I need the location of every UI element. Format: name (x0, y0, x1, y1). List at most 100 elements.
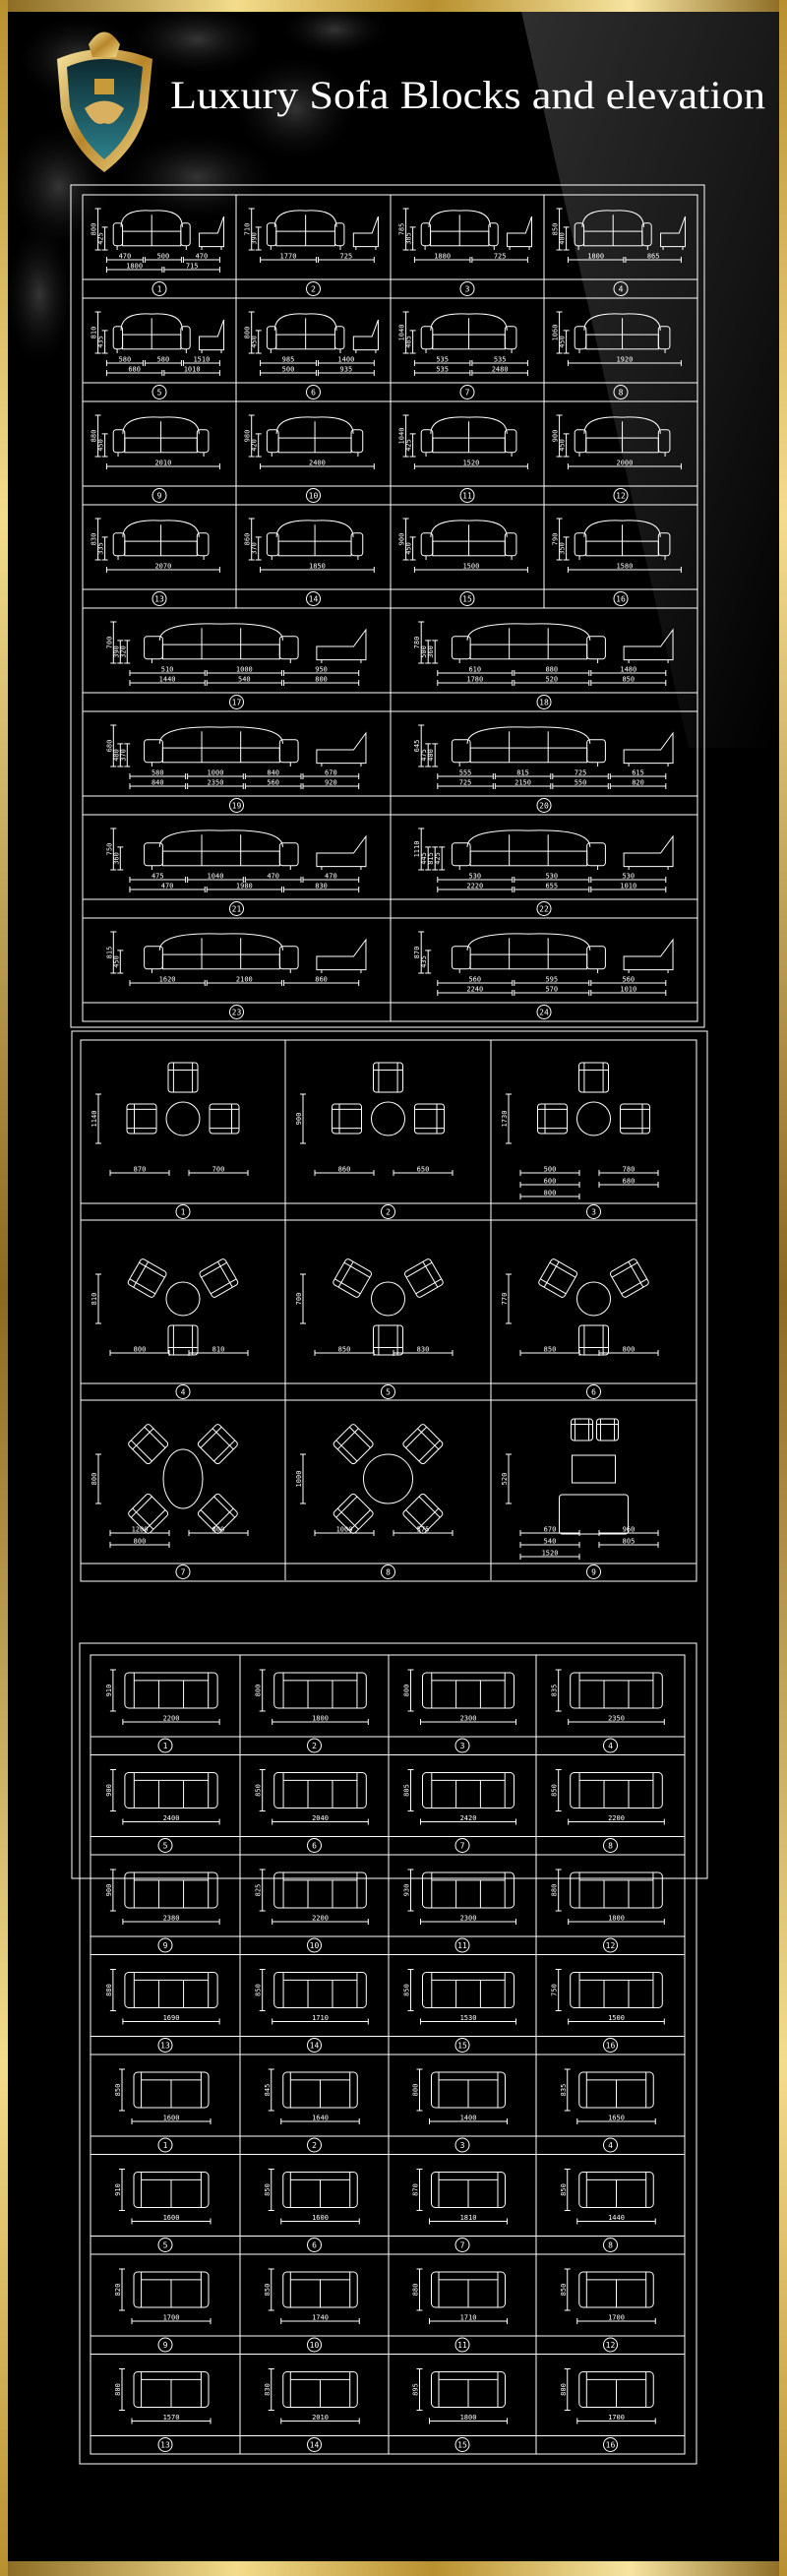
dimension-label: 900 (105, 1884, 113, 1897)
chair-arm-line (348, 1426, 371, 1448)
item-number: 8 (386, 1568, 391, 1577)
item-number-circle (454, 2038, 470, 2053)
sheet-outer-border (71, 1030, 708, 1879)
item-number: 1 (181, 1208, 186, 1217)
dimension-label: 335 (97, 542, 105, 555)
dimension-label: 930 (403, 1884, 411, 1897)
item-number-circle (454, 2238, 470, 2252)
chair-arm-line (348, 1509, 371, 1532)
chair-back-line (422, 1261, 439, 1288)
dimension-label: 1000 (336, 1526, 353, 1534)
chair-arm-line (213, 1496, 236, 1518)
dimension-label: 560 (622, 976, 635, 984)
dimension-label: 830 (417, 1346, 430, 1354)
dimension-label: 580 (119, 356, 132, 364)
dimension-label: 1580 (616, 563, 633, 571)
item-number-circle (229, 901, 244, 916)
item-number: 22 (539, 905, 549, 914)
dimension-label: 820 (114, 2284, 122, 2297)
round-table (576, 1281, 611, 1317)
chair-arm-line (540, 1278, 567, 1295)
chair-arm-line (335, 1496, 358, 1518)
chair-back-line (212, 1428, 234, 1450)
item-number-circle (536, 1005, 552, 1019)
sofa-back (430, 313, 508, 331)
dimension-label: 880 (412, 2284, 420, 2297)
dimension-label: 880 (545, 666, 558, 674)
chair-side-elevation (316, 834, 367, 870)
item-number: 4 (181, 1388, 186, 1397)
item-number: 17 (232, 699, 242, 707)
chair-back-line (337, 1261, 354, 1288)
item-number: 24 (539, 1009, 549, 1017)
dimension-label: 725 (575, 769, 587, 777)
item-number-circle (307, 1838, 322, 1853)
dimension-label: 850 (338, 1346, 351, 1354)
dimension-label: 400 (427, 749, 435, 762)
item-number-circle (603, 2137, 618, 2153)
item-number-circle (307, 2238, 322, 2252)
sofa-plan (570, 1871, 663, 1909)
item-number: 14 (310, 2441, 320, 2450)
item-number-circle (613, 488, 629, 503)
dimension-label: 850 (264, 2183, 272, 2196)
item-number: 9 (591, 1568, 596, 1577)
dimension-label: 870 (413, 947, 421, 959)
sofa-elevation (574, 416, 671, 457)
dimension-label: 1010 (620, 883, 636, 890)
chair-outline (623, 938, 674, 971)
dimension-label: 2070 (154, 563, 171, 571)
item-number-circle (307, 1937, 322, 1953)
sofa-plan (570, 1972, 663, 2008)
item-number: 7 (465, 389, 470, 398)
item-number: 5 (163, 2241, 168, 2250)
sofa-elevation (112, 313, 191, 353)
dimension-label: 1010 (620, 986, 636, 994)
sofa-outline (570, 1972, 663, 2008)
chair-arm-line (343, 1261, 371, 1278)
dimension-label: 2350 (608, 1715, 625, 1723)
dimension-label: 650 (417, 1166, 430, 1174)
sofa-plan (133, 2071, 210, 2109)
dimension-label: 1800 (460, 2414, 477, 2422)
coffee-table (572, 1454, 616, 1484)
armchair-plan (332, 1103, 362, 1135)
chair-arm-line (335, 1440, 358, 1462)
sofa-outline (422, 1972, 515, 2008)
chair-outline (316, 628, 367, 661)
chair-arm-line (405, 1261, 433, 1278)
dimension-label: 865 (647, 253, 660, 261)
dimension-label: 425 (434, 852, 442, 865)
sofa-back (273, 313, 337, 331)
chair-arm-line (129, 1278, 156, 1295)
item-number: 14 (310, 2042, 320, 2051)
item-number: 2 (386, 1208, 391, 1217)
item-number-circle (307, 1738, 322, 1753)
armchair-plan (414, 1103, 445, 1135)
damask-pattern (0, 0, 394, 374)
sofa-plan (431, 2371, 506, 2408)
sofa-back (583, 416, 661, 434)
chair-back-line (216, 1261, 233, 1288)
chair-arm-line (418, 1440, 441, 1462)
chair-back-line (543, 1261, 560, 1288)
armchair-plan (403, 1258, 444, 1298)
dimension-label: 1800 (587, 253, 604, 261)
item-number: 4 (608, 2141, 613, 2150)
sofa-outline (124, 1871, 218, 1909)
chair-outline (126, 1103, 157, 1135)
dimension-label: 700 (295, 1293, 303, 1306)
armchair-plan (333, 1258, 373, 1298)
